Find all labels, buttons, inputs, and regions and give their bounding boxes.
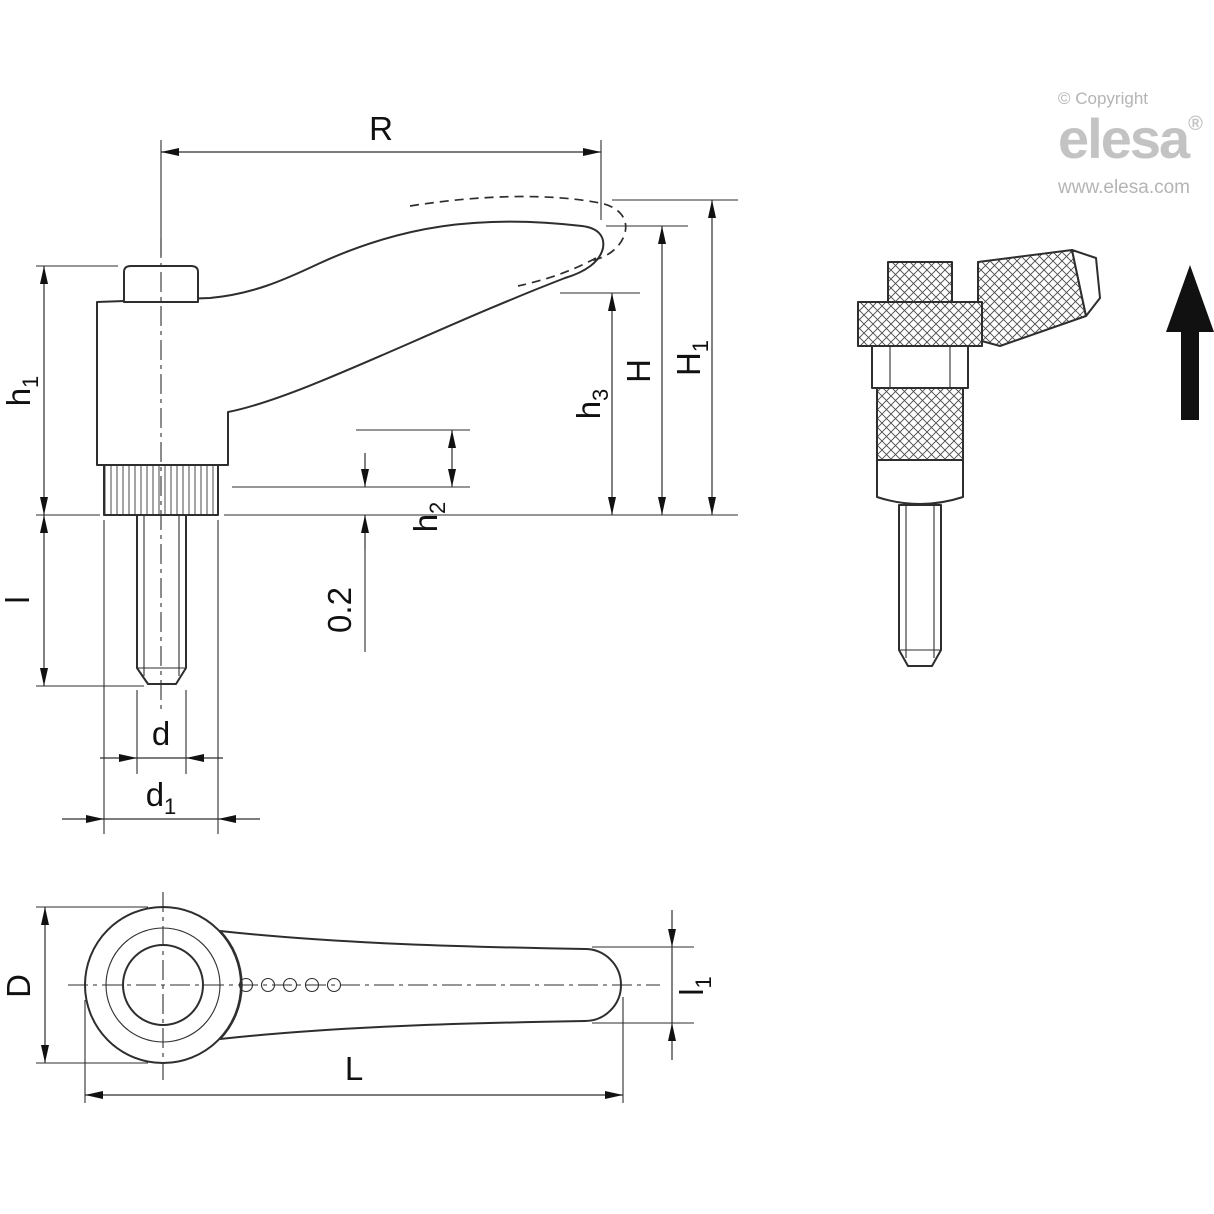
branding: © Copyright elesa® www.elesa.com bbox=[1057, 89, 1203, 198]
front-ratchet-band bbox=[871, 345, 969, 389]
front-head-block bbox=[857, 301, 983, 347]
dim-label-d1: d1 bbox=[146, 776, 177, 819]
dim-label-R: R bbox=[369, 110, 393, 147]
top-view-dimensions: D L l1 bbox=[0, 906, 716, 1103]
dim-label-h3: h3 bbox=[570, 389, 613, 420]
dim-label-h2: h2 bbox=[407, 502, 450, 533]
dim-label-H1: H1 bbox=[670, 340, 713, 376]
up-arrow-icon bbox=[1166, 265, 1214, 420]
side-view-dimensions: R h1 l d d1 h3 H bbox=[0, 110, 738, 834]
dim-label-D: D bbox=[0, 974, 37, 998]
copyright-text: © Copyright bbox=[1058, 89, 1148, 108]
front-view-lever bbox=[857, 249, 1101, 667]
dim-label-d: d bbox=[152, 715, 170, 752]
front-knurled-ring bbox=[876, 387, 964, 461]
dim-label-H: H bbox=[620, 359, 657, 383]
front-arm-tip bbox=[1071, 249, 1101, 317]
dim-label-L: L bbox=[345, 1050, 363, 1087]
front-collar bbox=[876, 459, 964, 505]
dim-label-l: l bbox=[0, 596, 36, 603]
lever-body bbox=[96, 220, 605, 466]
front-arm-hatched bbox=[977, 249, 1087, 347]
website-text: www.elesa.com bbox=[1057, 177, 1190, 198]
front-threaded-stud bbox=[898, 504, 942, 667]
lever-alternate-position bbox=[409, 195, 627, 287]
dim-label-l1: l1 bbox=[673, 976, 716, 996]
side-view-lever bbox=[96, 195, 627, 712]
dim-label-gap: 0.2 bbox=[321, 587, 358, 633]
dim-label-h1: h1 bbox=[0, 376, 43, 407]
top-view-lever bbox=[68, 892, 660, 1080]
front-release-button bbox=[887, 261, 953, 303]
elesa-logo: elesa® bbox=[1058, 107, 1203, 170]
